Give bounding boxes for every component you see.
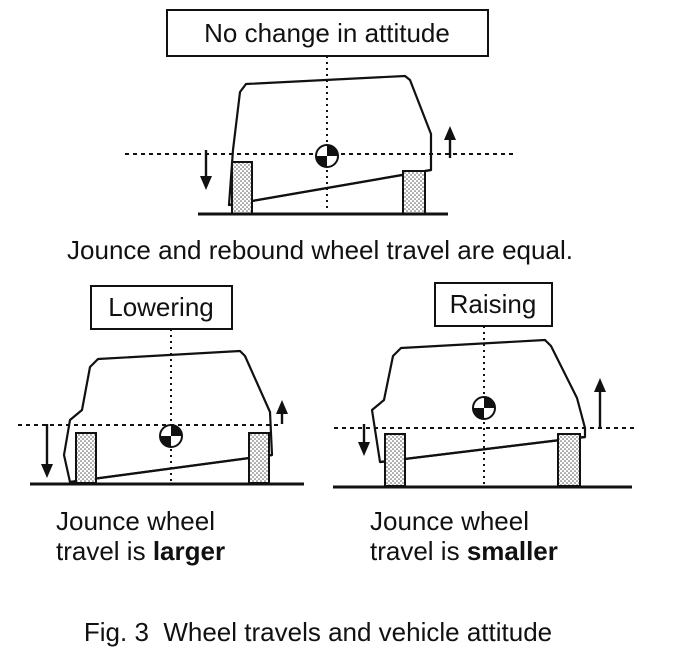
top-caption: Jounce and rebound wheel travel are equa… <box>67 235 573 265</box>
right-caption-line2-bold: smaller <box>467 536 558 566</box>
left-caption-line1: Jounce wheel <box>56 506 215 536</box>
right-label-text: Raising <box>450 289 537 319</box>
right-up-arrow-icon <box>594 378 606 428</box>
left-caption-line2-prefix: travel is <box>56 536 153 566</box>
right-center-of-gravity-icon <box>472 396 496 420</box>
top-panel: No change in attitude Jounce and rebound… <box>67 9 573 265</box>
top-vehicle-body <box>227 74 433 207</box>
right-caption-line2: travel is smaller <box>370 536 558 566</box>
top-up-arrow-icon <box>444 126 456 158</box>
left-panel: Lowering Jounce wheel travel is larger <box>18 285 304 566</box>
top-center-of-gravity-icon <box>315 144 339 168</box>
left-vehicle-floor <box>69 453 273 484</box>
right-rear-wheel <box>557 433 581 487</box>
left-vehicle-body <box>62 349 274 484</box>
top-label-text: No change in attitude <box>204 18 450 48</box>
top-front-wheel <box>231 161 253 215</box>
left-caption-line2-bold: larger <box>153 536 225 566</box>
right-front-wheel <box>384 433 406 487</box>
top-down-arrow-icon <box>200 150 212 190</box>
left-label-text: Lowering <box>108 292 214 322</box>
left-center-of-gravity-icon <box>159 424 183 448</box>
figure-caption: Fig. 3 Wheel travels and vehicle attitud… <box>84 617 552 647</box>
left-label-box <box>90 285 233 330</box>
right-caption-line2-prefix: travel is <box>370 536 467 566</box>
right-label-box <box>434 282 553 327</box>
left-front-wheel <box>75 432 97 484</box>
top-rear-wheel <box>402 170 426 215</box>
top-vehicle-floor <box>228 168 432 207</box>
left-down-arrow-icon <box>41 424 53 478</box>
right-vehicle-floor <box>379 435 586 464</box>
left-rear-wheel <box>248 432 270 484</box>
left-caption-line2: travel is larger <box>56 536 225 566</box>
left-up-arrow-icon <box>276 400 288 424</box>
right-panel: Raising Jounce wheel travel is smaller <box>333 282 635 566</box>
right-vehicle-body <box>370 338 587 464</box>
right-caption-line1: Jounce wheel <box>370 506 529 536</box>
top-label-box <box>166 9 489 57</box>
right-down-arrow-icon <box>358 424 370 456</box>
